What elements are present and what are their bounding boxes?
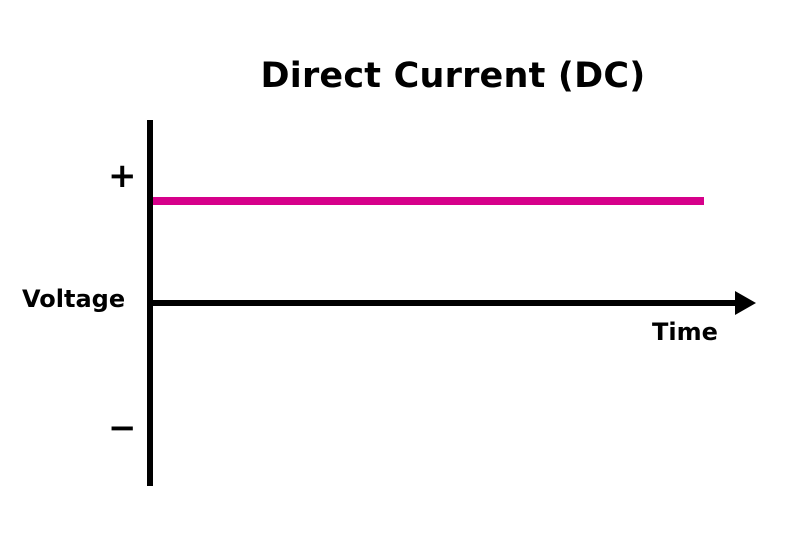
negative-marker: −	[108, 408, 137, 448]
x-axis-label: Time	[652, 318, 718, 346]
diagram-title: Direct Current (DC)	[260, 56, 646, 96]
positive-marker: +	[108, 156, 137, 196]
x-axis-arrowhead-icon	[735, 291, 756, 315]
y-axis-label: Voltage	[22, 285, 126, 313]
